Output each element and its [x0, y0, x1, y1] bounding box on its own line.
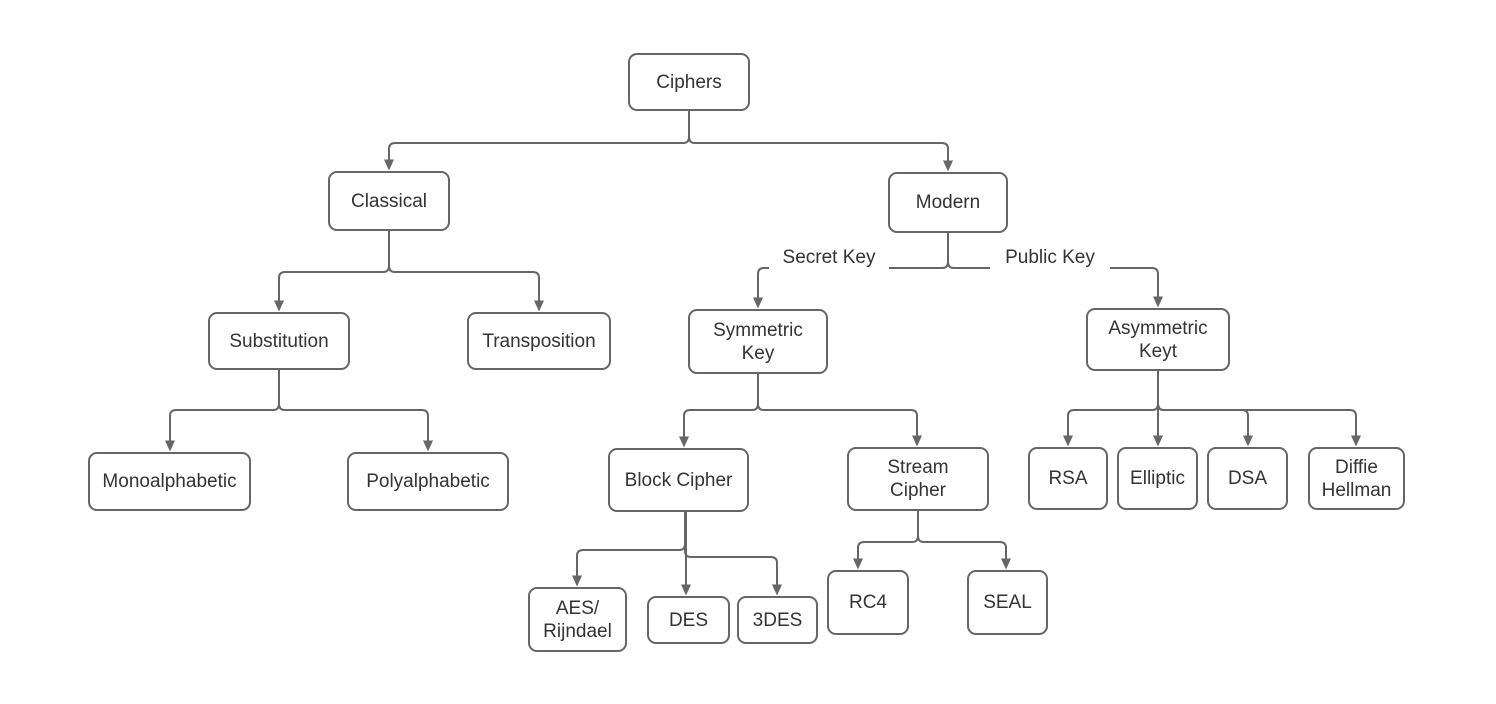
- node-3des: 3DES: [737, 596, 818, 644]
- edge-stream-rc4: [853, 511, 919, 570]
- node-block-cipher: Block Cipher: [608, 448, 749, 512]
- edge-substitution-polyalphabetic: [278, 370, 433, 452]
- node-monoalphabetic: Monoalphabetic: [88, 452, 251, 511]
- node-modern: Modern: [888, 172, 1008, 233]
- edge-ciphers-classical: [384, 111, 690, 171]
- edge-symmetric-stream-cipher: [757, 374, 922, 447]
- node-asymmetric-keyt: Asymmetric Keyt: [1086, 308, 1230, 371]
- node-diffie-hellman: Diffie Hellman: [1308, 447, 1405, 510]
- edge-classical-transposition: [388, 231, 544, 312]
- node-des: DES: [647, 596, 730, 644]
- edge-asymmetric-rsa: [1063, 371, 1159, 447]
- node-aes-rijndael: AES/ Rijndael: [528, 587, 627, 652]
- node-ciphers: Ciphers: [628, 53, 750, 111]
- edge-block-3des: [684, 512, 782, 596]
- edge-stream-seal: [917, 511, 1011, 570]
- edge-ciphers-modern: [688, 111, 953, 172]
- node-transposition: Transposition: [467, 312, 611, 370]
- edge-asymmetric-diffie-hellman: [1157, 371, 1361, 447]
- node-polyalphabetic: Polyalphabetic: [347, 452, 509, 511]
- edge-label-public-key: Public Key: [990, 247, 1110, 269]
- node-classical: Classical: [328, 171, 450, 231]
- node-rsa: RSA: [1028, 447, 1108, 510]
- node-dsa: DSA: [1207, 447, 1288, 510]
- node-rc4: RC4: [827, 570, 909, 635]
- edge-block-aes-rijndael: [572, 512, 686, 587]
- node-symmetric-key: Symmetric Key: [688, 309, 828, 374]
- node-substitution: Substitution: [208, 312, 350, 370]
- edge-symmetric-block-cipher: [679, 374, 759, 448]
- node-stream-cipher: Stream Cipher: [847, 447, 989, 511]
- edge-classical-substitution: [274, 231, 390, 312]
- node-seal: SEAL: [967, 570, 1048, 635]
- edge-asymmetric-dsa: [1157, 371, 1253, 447]
- edge-substitution-monoalphabetic: [165, 370, 280, 452]
- node-elliptic: Elliptic: [1117, 447, 1198, 510]
- edge-label-secret-key: Secret Key: [769, 247, 889, 269]
